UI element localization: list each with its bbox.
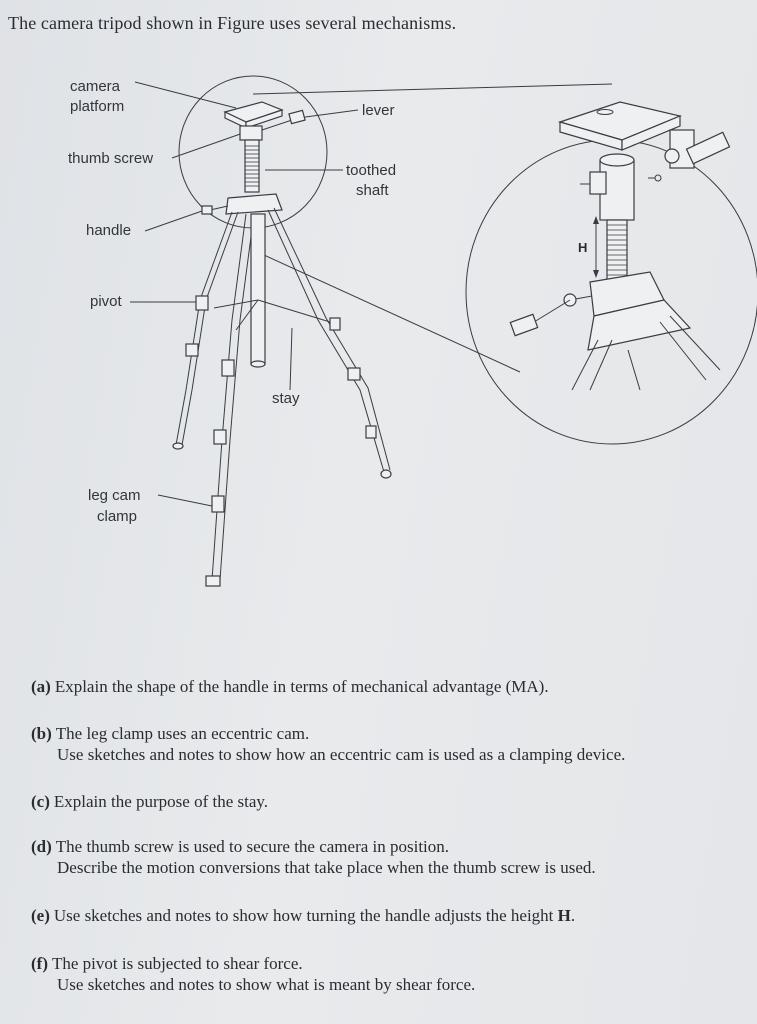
tripod-small xyxy=(172,101,392,587)
question-text: The thumb screw is used to secure the ca… xyxy=(55,837,450,856)
tripod-figure: H camera platform lever thumb screw toot… xyxy=(0,60,757,620)
label-thumb-screw: thumb screw xyxy=(68,150,154,167)
leader-camera-platform xyxy=(134,81,237,109)
tripod-drawing: H xyxy=(130,75,757,587)
question-e: (e)Use sketches and notes to show how tu… xyxy=(31,905,575,926)
leader-handle xyxy=(144,210,203,232)
label-shaft: shaft xyxy=(356,182,389,199)
leader-thumb-screw xyxy=(171,131,247,159)
question-text: Use sketches and notes to show how turni… xyxy=(53,906,554,925)
leader-leg-cam-clamp xyxy=(157,494,213,507)
label-pivot: pivot xyxy=(90,293,122,310)
tripod-head-enlarged xyxy=(509,101,731,391)
question-subtext: Describe the motion conversions that tak… xyxy=(57,858,596,877)
question-key: (b) xyxy=(31,724,52,743)
height-label: H xyxy=(578,240,587,255)
label-camera: camera xyxy=(70,78,121,95)
label-clamp: clamp xyxy=(97,508,138,525)
question-subtext: Use sketches and notes to show what is m… xyxy=(57,975,476,994)
height-symbol: H xyxy=(557,906,571,925)
question-d: (d)The thumb screw is used to secure the… xyxy=(31,836,596,878)
question-key: (f) xyxy=(31,954,48,973)
question-subtext: Use sketches and notes to show how an ec… xyxy=(57,745,626,764)
question-text: Explain the purpose of the stay. xyxy=(53,792,269,811)
question-tail: . xyxy=(570,906,576,925)
question-key: (c) xyxy=(31,792,50,811)
label-handle: handle xyxy=(86,222,132,239)
question-key: (a) xyxy=(31,677,51,696)
question-text: Explain the shape of the handle in terms… xyxy=(54,677,549,696)
question-key: (d) xyxy=(31,837,52,856)
question-b: (b)The leg clamp uses an eccentric cam. … xyxy=(31,723,625,765)
leader-lever xyxy=(297,109,359,119)
leader-stay xyxy=(289,327,293,391)
label-toothed: toothed xyxy=(346,162,397,179)
question-text: The pivot is subjected to shear force. xyxy=(51,954,303,973)
question-c: (c)Explain the purpose of the stay. xyxy=(31,791,268,812)
label-leg-cam: leg cam xyxy=(88,487,141,504)
question-a: (a)Explain the shape of the handle in te… xyxy=(31,676,549,697)
label-stay: stay xyxy=(272,390,300,407)
label-platform: platform xyxy=(70,98,125,115)
question-f: (f)The pivot is subjected to shear force… xyxy=(31,953,475,995)
question-key: (e) xyxy=(31,906,50,925)
label-lever: lever xyxy=(362,102,395,119)
intro-text: The camera tripod shown in Figure uses s… xyxy=(8,13,457,33)
question-text: The leg clamp uses an eccentric cam. xyxy=(55,724,310,743)
